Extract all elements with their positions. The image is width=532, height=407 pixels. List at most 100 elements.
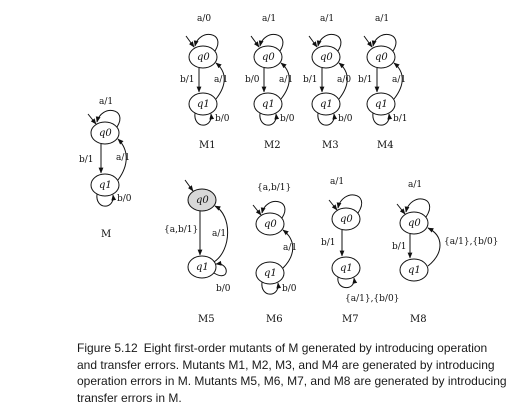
state-q1 bbox=[311, 92, 341, 116]
machine-m5: q0 q1 {a,b/1} a/1 b/0 M5 bbox=[164, 179, 231, 325]
label-top: a/1 bbox=[262, 14, 276, 24]
label-left: b/1 bbox=[392, 242, 407, 252]
machine-name: M7 bbox=[342, 314, 359, 325]
state-q1 bbox=[90, 173, 120, 197]
state-q0 bbox=[253, 45, 283, 69]
label-top: a/1 bbox=[99, 97, 113, 107]
state-q0-label: q0 bbox=[197, 52, 210, 63]
label-bottom: b/0 bbox=[282, 284, 297, 294]
state-q1 bbox=[187, 255, 217, 279]
caption-text: Eight first-order mutants of M generated… bbox=[77, 341, 507, 405]
machine-name: M6 bbox=[266, 314, 283, 325]
label-top: a/1 bbox=[320, 14, 334, 24]
label-right: a/1 bbox=[283, 243, 297, 253]
self-loop-q1 bbox=[213, 260, 227, 277]
label-right: {a/1},{b/0} bbox=[444, 237, 498, 247]
start-arrow bbox=[328, 199, 338, 211]
machine-m: q0 q1 a/1 b/1 a/1 b/0 M bbox=[79, 97, 132, 240]
state-q1 bbox=[331, 256, 361, 280]
state-q0-label: q0 bbox=[340, 214, 353, 225]
state-q1-label: q1 bbox=[320, 99, 333, 110]
state-q0-label: q0 bbox=[408, 218, 421, 229]
edge-q1-q0 bbox=[213, 205, 229, 263]
label-bottom: b/0 bbox=[117, 194, 132, 204]
machine-m6: q0 q1 {a,b/1} a/1 b/0 M6 bbox=[252, 183, 297, 325]
machine-m1: q0 q1 a/0 b/1 a/1 b/0 M1 bbox=[180, 14, 230, 151]
start-arrow bbox=[250, 35, 260, 48]
state-q1-label: q1 bbox=[340, 263, 353, 274]
state-q0 bbox=[399, 211, 429, 235]
state-q0 bbox=[187, 188, 217, 212]
self-loop-q0 bbox=[371, 33, 397, 52]
state-q1-label: q1 bbox=[408, 265, 421, 276]
label-top: {a,b/1} bbox=[257, 183, 291, 193]
state-q1 bbox=[255, 261, 285, 285]
start-arrow bbox=[363, 35, 373, 48]
state-q1-label: q1 bbox=[197, 99, 210, 110]
state-q0 bbox=[311, 45, 341, 69]
state-q0 bbox=[366, 45, 396, 69]
label-left: b/1 bbox=[321, 238, 336, 248]
edge-q1-q0 bbox=[282, 229, 294, 269]
self-loop-q1 bbox=[96, 193, 117, 207]
machine-m4: q0 q1 a/1 b/1 a/1 b/1 M4 bbox=[358, 14, 408, 151]
start-arrow bbox=[308, 35, 318, 48]
state-q0-label: q0 bbox=[99, 128, 112, 139]
self-loop-q1 bbox=[337, 276, 358, 289]
state-q0 bbox=[188, 45, 218, 69]
state-q0-label: q0 bbox=[196, 195, 209, 206]
edge-q1-q0 bbox=[393, 62, 403, 100]
label-left: b/1 bbox=[303, 75, 318, 85]
label-left: {a,b/1} bbox=[164, 225, 198, 235]
self-loop-q1 bbox=[194, 112, 215, 126]
label-right: a/1 bbox=[116, 153, 130, 163]
state-q0 bbox=[90, 121, 120, 145]
label-right: a/1 bbox=[212, 229, 226, 239]
start-arrow bbox=[87, 113, 97, 125]
label-top: a/1 bbox=[330, 177, 344, 187]
label-bottom: b/0 bbox=[215, 114, 230, 124]
label-bottom: {a/1},{b/0} bbox=[345, 294, 399, 304]
machine-name: M4 bbox=[377, 140, 394, 151]
self-loop-q0 bbox=[260, 200, 286, 219]
label-bottom: b/1 bbox=[393, 114, 408, 124]
edge-q1-q0 bbox=[117, 138, 127, 181]
machine-name: M2 bbox=[264, 140, 281, 151]
self-loop-q1 bbox=[372, 112, 393, 126]
machine-m3: q0 q1 a/1 b/1 a/0 b/0 M3 bbox=[303, 14, 353, 151]
edge-q1-q1 bbox=[427, 227, 441, 267]
machine-name: M3 bbox=[322, 140, 339, 151]
machine-name: M1 bbox=[199, 140, 216, 151]
label-right: a/0 bbox=[337, 75, 351, 85]
machine-name: M8 bbox=[410, 314, 427, 325]
machine-m7: q0 q1 a/1 b/1 {a/1},{b/0} M7 bbox=[321, 177, 399, 325]
label-left: b/1 bbox=[180, 75, 195, 85]
self-loop-q0 bbox=[193, 33, 219, 52]
state-q1 bbox=[366, 92, 396, 116]
edge-q1-q0 bbox=[215, 62, 225, 100]
state-q1-label: q1 bbox=[99, 180, 112, 191]
label-bottom: b/0 bbox=[338, 114, 353, 124]
label-top: a/1 bbox=[375, 14, 389, 24]
label-bottom: b/0 bbox=[216, 284, 231, 294]
self-loop-q0 bbox=[336, 194, 363, 214]
start-arrow bbox=[184, 179, 194, 192]
state-q0-label: q0 bbox=[375, 52, 388, 63]
state-q0 bbox=[331, 207, 361, 231]
start-arrow bbox=[252, 204, 262, 216]
label-top: a/0 bbox=[197, 14, 211, 24]
machine-m2: q0 q1 a/1 b/0 a/1 b/0 M2 bbox=[245, 14, 295, 151]
self-loop-q0 bbox=[316, 33, 342, 52]
label-left: b/0 bbox=[245, 75, 260, 85]
state-q0-label: q0 bbox=[262, 52, 275, 63]
label-left: b/1 bbox=[358, 75, 373, 85]
state-q1-label: q1 bbox=[264, 268, 277, 279]
state-q1 bbox=[253, 92, 283, 116]
self-loop-q1 bbox=[317, 112, 338, 126]
start-arrow bbox=[185, 35, 195, 48]
state-q1-label: q1 bbox=[375, 99, 388, 110]
machine-name: M bbox=[101, 229, 111, 240]
label-top: a/1 bbox=[408, 180, 422, 190]
